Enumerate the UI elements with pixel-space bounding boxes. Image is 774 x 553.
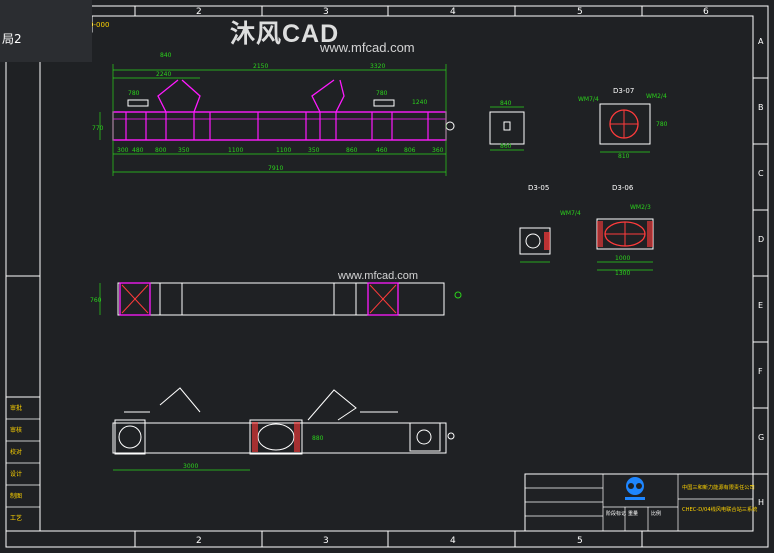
svg-text:760: 760: [90, 297, 102, 304]
svg-text:350: 350: [178, 147, 190, 154]
dim-mid-1: 840: [160, 52, 172, 59]
company-logo: [625, 477, 645, 500]
svg-text:审核: 审核: [10, 426, 22, 434]
watermark-logo: 沐风CAD: [230, 20, 340, 48]
svg-text:350: 350: [308, 147, 320, 154]
zone-3-bottom: 3: [323, 536, 329, 546]
svg-text:校对: 校对: [10, 448, 22, 456]
svg-text:480: 480: [132, 147, 144, 154]
dim-top-1: 2150: [253, 63, 268, 70]
title-block: 中国三和新力能源有限责任公司 CHEC-D/04线风电联合站三系统 阶段标记 重…: [524, 473, 757, 532]
svg-text:880: 880: [312, 435, 324, 442]
svg-text:D3-05: D3-05: [528, 184, 549, 192]
layout-tab-label: 局2: [2, 32, 22, 46]
watermark-url: www.mfcad.com: [320, 40, 415, 55]
zone-labels-side: A B C D E F G H: [758, 37, 764, 507]
detail-d3-07: D3-07 WM7/4 WM2/4 810 780: [578, 87, 668, 160]
svg-text:D: D: [758, 235, 764, 244]
dim-top-2: 3320: [370, 63, 385, 70]
svg-text:G: G: [758, 433, 764, 442]
svg-text:B: B: [758, 103, 764, 112]
svg-text:A: A: [758, 37, 764, 46]
plan-view: 760: [90, 282, 462, 316]
drawing-title: CHEC-D/04线风电联合站三系统: [682, 505, 757, 513]
svg-text:WM2/4: WM2/4: [646, 93, 667, 100]
company-name: 中国三和新力能源有限责任公司: [682, 483, 755, 491]
svg-text:810: 810: [618, 153, 630, 160]
detail-d3-06: D3-06 WM2/3 1000 1300: [596, 184, 654, 277]
zone-6: 6: [703, 7, 709, 17]
svg-text:E: E: [758, 301, 763, 310]
svg-text:WM2/3: WM2/3: [630, 204, 651, 211]
svg-text:WM7/4: WM7/4: [578, 96, 599, 103]
svg-text:F: F: [758, 367, 763, 376]
zone-4: 4: [450, 7, 456, 17]
bottom-elevation-view: 3000 880: [112, 387, 455, 471]
zone-ticks: [6, 6, 768, 547]
svg-text:460: 460: [376, 147, 388, 154]
zone-2: 2: [196, 7, 202, 17]
dim-small-2: 780: [376, 90, 388, 97]
svg-text:3000: 3000: [183, 463, 198, 470]
svg-text:D3-07: D3-07: [613, 87, 634, 95]
svg-text:860: 860: [500, 143, 512, 150]
svg-text:1100: 1100: [276, 147, 291, 154]
main-view: 2150 3320 840 2240 1240 780 780 300 480 …: [92, 52, 455, 176]
dim-overall: 7910: [268, 165, 283, 172]
dim-mid-3: 1240: [412, 99, 427, 106]
svg-text:比例: 比例: [651, 510, 661, 517]
zone-2-bottom: 2: [196, 536, 202, 546]
detail-d3-05: D3-05 WM7/4: [519, 184, 581, 263]
svg-text:工艺: 工艺: [10, 514, 22, 522]
svg-text:1300: 1300: [615, 270, 630, 277]
svg-text:360: 360: [432, 147, 444, 154]
zone-5: 5: [577, 7, 583, 17]
zone-3: 3: [323, 7, 329, 17]
svg-text:860: 860: [346, 147, 358, 154]
svg-text:制图: 制图: [10, 492, 22, 500]
svg-text:C: C: [758, 169, 764, 178]
zone-5-bottom: 5: [577, 536, 583, 546]
svg-text:780: 780: [656, 121, 668, 128]
dim-small-1: 780: [128, 90, 140, 97]
svg-text:806: 806: [404, 147, 416, 154]
svg-text:300: 300: [117, 147, 129, 154]
svg-text:WM7/4: WM7/4: [560, 210, 581, 217]
layout-tab[interactable]: 局2: [0, 0, 92, 62]
side-section-view: 840 860: [489, 100, 525, 151]
svg-text:D3-06: D3-06: [612, 184, 634, 192]
dim-height: 770: [92, 125, 104, 132]
svg-text:H: H: [758, 498, 764, 507]
dim-mid-2: 2240: [156, 71, 171, 78]
watermark-center: www.mfcad.com: [338, 270, 419, 282]
svg-text:审批: 审批: [10, 404, 22, 412]
zone-4-bottom: 4: [450, 536, 456, 546]
svg-text:1000: 1000: [615, 255, 630, 262]
svg-text:840: 840: [500, 100, 512, 107]
svg-text:1100: 1100: [228, 147, 243, 154]
svg-text:800: 800: [155, 147, 167, 154]
svg-text:阶段标记: 阶段标记: [606, 510, 626, 517]
svg-text:重量: 重量: [628, 510, 638, 517]
svg-text:设计: 设计: [10, 470, 22, 478]
watermark: 沐风CAD www.mfcad.com: [230, 14, 415, 55]
left-signature-block: 审批 审核 校对 设计 制图 工艺: [5, 396, 41, 532]
